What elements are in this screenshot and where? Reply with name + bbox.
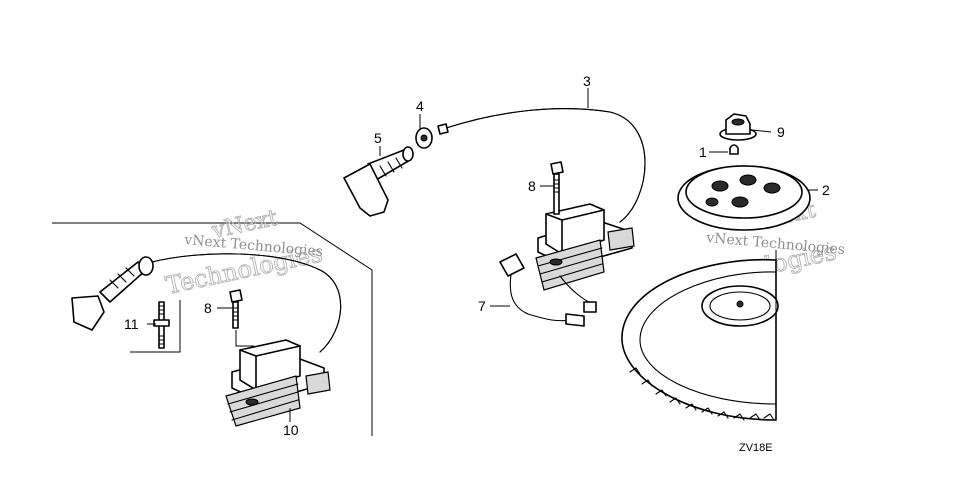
- flange-nut-part: [719, 113, 757, 141]
- callout-8-left: 8: [204, 300, 212, 316]
- wire-harness-part: [499, 253, 597, 327]
- callout-2: 2: [822, 182, 830, 198]
- left-frame: [52, 222, 373, 436]
- callout-5: 5: [374, 130, 382, 146]
- bolt-upper-part: [550, 161, 564, 215]
- callout-7: 7: [478, 298, 486, 314]
- stud-bolt-part: [153, 301, 170, 349]
- callout-4: 4: [416, 98, 424, 114]
- plug-cap-upper-part: [343, 146, 414, 217]
- callout-3: 3: [583, 73, 591, 89]
- callout-labels: 1 2 3 4 5 7 8 8 9 10 11: [124, 73, 830, 438]
- watermark-left: vNext Technologies vNext Technologies: [163, 205, 325, 300]
- ignition-coil-left-part: [71, 253, 342, 427]
- starter-pulley-part: [677, 165, 811, 231]
- washer-part: [415, 127, 433, 149]
- key-part: [729, 144, 739, 155]
- callout-9: 9: [777, 124, 785, 140]
- ignition-coil-upper-part: [437, 108, 646, 291]
- callout-10: 10: [283, 422, 299, 438]
- callout-1: 1: [699, 144, 707, 160]
- diagram-code: ZV18E: [739, 442, 773, 454]
- callout-11: 11: [124, 316, 139, 332]
- leader-lines: [147, 88, 818, 422]
- callout-8-upper: 8: [528, 178, 536, 194]
- flywheel-part: [621, 250, 779, 421]
- bolt-left-part: [229, 289, 254, 347]
